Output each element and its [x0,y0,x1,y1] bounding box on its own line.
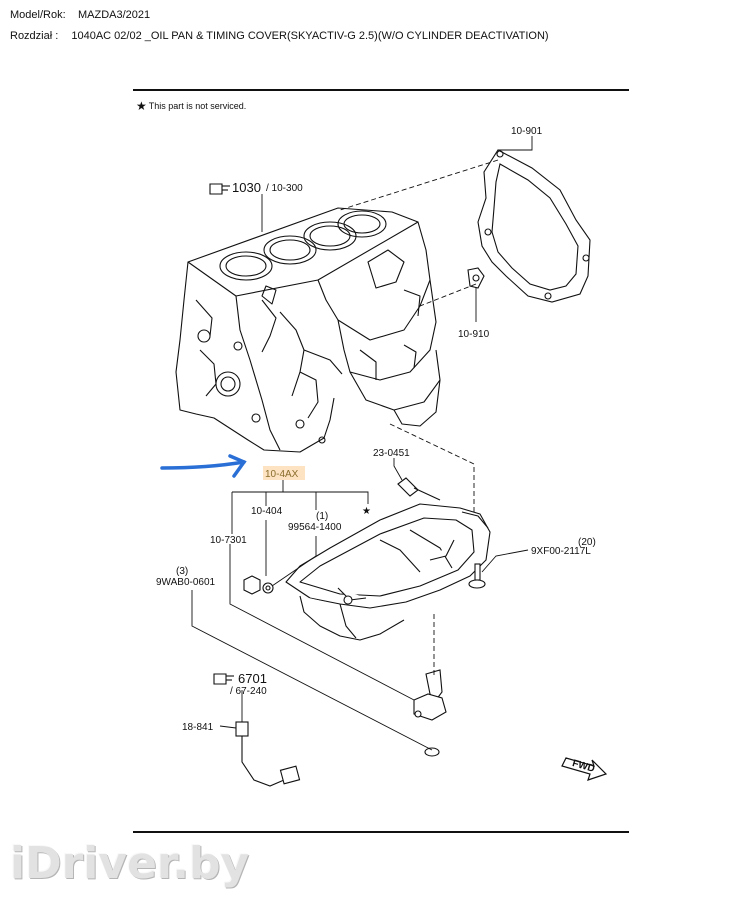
header-section: Rozdział : 1040AC 02/02 _OIL PAN & TIMIN… [10,30,549,42]
hand-pointer-icon [209,183,230,195]
star-icon: ★ [136,99,147,113]
top-divider [133,89,629,91]
part-99564-1400-washer [262,582,274,594]
label-10-7301: 10-7301 [210,535,247,546]
highlight-box [263,466,305,480]
part-9wab0-0601 [243,575,261,595]
bottom-divider [133,831,629,833]
label-10-4ax: 10-4AX [265,469,299,480]
label-99564-1400: 99564-1400 [288,522,342,533]
part-9xf00-2117l-bolt [468,563,486,589]
wire-harness [235,721,301,787]
label-qty-1: (1) [316,511,328,522]
label-ref-1030: 1030 [232,180,261,195]
label-18-841: 18-841 [182,722,214,733]
header-model: Model/Rok: MAZDA3/2021 [10,9,150,21]
part-23-0451 [397,477,441,501]
service-note: ★This part is not serviced. [136,99,246,113]
watermark: iDriver.by [10,838,250,889]
hand-pointer-icon [213,673,234,685]
label-ref-6701: 6701 [238,671,267,686]
label-9wab0-0601: 9WAB0-0601 [156,577,216,588]
label-qty-20: (20) [578,537,596,548]
label-9xf00-2117l: 9XF00-2117L [531,546,591,557]
label-10-910: 10-910 [458,329,490,340]
annotation-arrow-icon [160,454,247,478]
label-star: ★ [362,506,371,517]
label-ref-6701-sub: / 67-240 [230,686,267,697]
section-value: 1040AC 02/02 _OIL PAN & TIMING COVER(SKY… [71,30,549,42]
model-label: Model/Rok: [10,9,66,21]
oil-level-sensor [413,669,447,757]
label-10-901: 10-901 [511,126,543,137]
leader-lines [191,136,533,751]
model-value: MAZDA3/2021 [78,9,151,21]
part-10-910 [467,267,485,289]
fwd-arrow-icon [561,757,608,781]
rear-cover-gasket [477,149,591,303]
oil-pan [285,503,491,641]
cylinder-block [175,207,441,453]
label-qty-3: (3) [176,566,188,577]
label-10-404: 10-404 [251,506,283,517]
section-label: Rozdział : [10,30,59,42]
label-23-0451: 23-0451 [373,448,410,459]
label-ref-1030-sub: / 10-300 [266,183,303,194]
service-note-text: This part is not serviced. [148,101,247,111]
